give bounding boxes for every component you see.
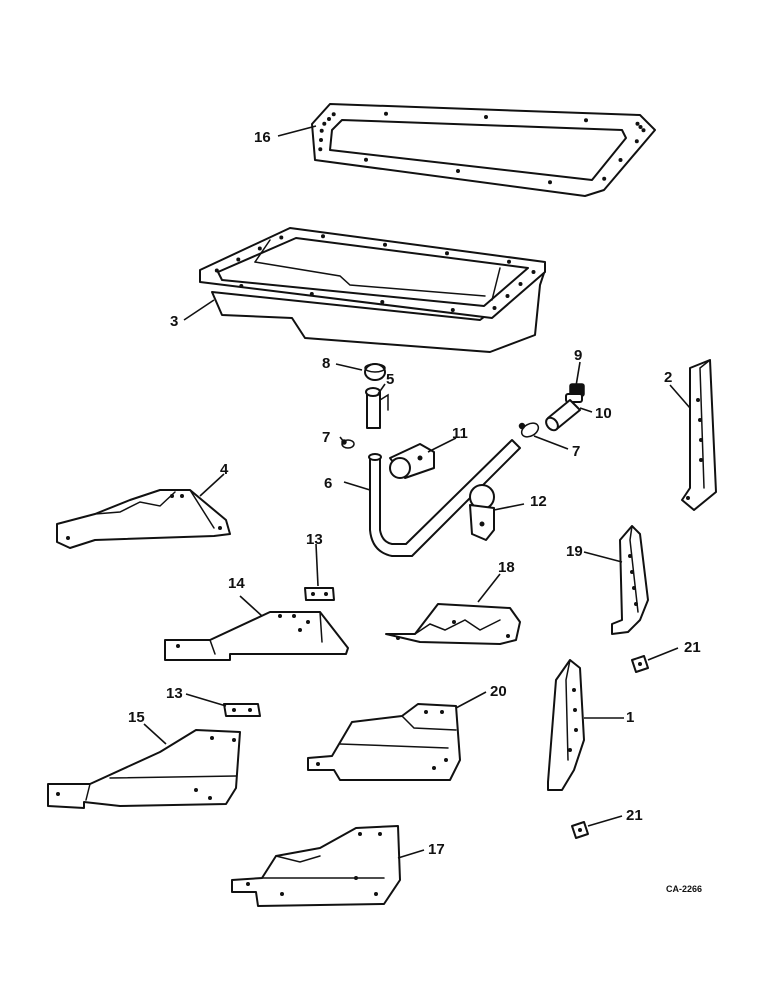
callout-3: 3 <box>170 313 178 330</box>
part-bracket-17 <box>231 825 401 907</box>
callout-13-lower: 13 <box>166 685 183 702</box>
bolt-hole <box>618 158 623 162</box>
callout-15: 15 <box>128 709 145 726</box>
bolt-hole <box>584 118 588 123</box>
callout-7-right: 7 <box>572 443 580 460</box>
bolt-hole <box>318 147 323 152</box>
part-tube <box>365 387 389 429</box>
callout-5: 5 <box>386 371 394 388</box>
part-oil-pan-gasket <box>311 103 656 197</box>
part-bracket-clamp <box>389 443 435 479</box>
bolt-hole <box>319 128 324 133</box>
bolt-hole <box>309 292 314 296</box>
callout-21-lower: 21 <box>626 807 643 824</box>
part-hose <box>545 399 581 432</box>
bolt-hole <box>518 282 523 286</box>
callout-19: 19 <box>566 543 583 560</box>
bolt-hole <box>531 270 536 274</box>
callout-11: 11 <box>452 425 468 442</box>
bolt-hole <box>456 169 460 173</box>
bolt-hole <box>279 235 284 240</box>
callout-2: 2 <box>664 369 672 386</box>
part-oil-pan <box>199 227 546 353</box>
callout-6: 6 <box>324 475 332 492</box>
bolt-hole <box>450 308 455 312</box>
callout-8: 8 <box>322 355 330 372</box>
bolt-hole <box>641 128 646 133</box>
bolt-hole <box>383 242 387 247</box>
callout-13-upper: 13 <box>306 531 323 548</box>
part-bracket-20 <box>307 703 461 781</box>
callout-10: 10 <box>595 405 612 422</box>
leader-lines <box>143 125 691 859</box>
bolt-hole <box>634 139 639 144</box>
callout-9: 9 <box>574 347 582 364</box>
part-vertical-bracket-1 <box>547 659 585 791</box>
bolt-hole <box>505 294 510 298</box>
part-square-plate-21-upper <box>631 655 649 673</box>
part-vertical-bracket-19 <box>611 525 649 635</box>
bolt-hole <box>321 234 325 239</box>
callout-1: 1 <box>626 709 634 726</box>
part-fitting <box>565 383 585 403</box>
callout-18: 18 <box>498 559 515 576</box>
callout-20: 20 <box>490 683 507 700</box>
bolt-hole <box>484 115 488 119</box>
part-plate-13-upper <box>304 587 335 601</box>
bolt-hole <box>602 176 607 181</box>
bolt-hole <box>638 125 643 129</box>
bolt-hole <box>492 306 497 310</box>
bolt-hole <box>319 138 323 142</box>
bolt-hole <box>322 121 327 126</box>
bolt-hole <box>214 268 219 273</box>
callout-17: 17 <box>428 841 445 858</box>
bolt-hole <box>327 117 331 121</box>
bolt-hole <box>236 257 241 262</box>
bolt-hole <box>548 180 552 185</box>
callout-labels: 16 3 8 5 9 2 11 10 7 7 4 6 12 13 19 14 1… <box>128 129 701 858</box>
bolt-hole <box>507 259 511 264</box>
callout-4: 4 <box>220 461 229 478</box>
part-clamp-right <box>518 422 540 438</box>
callout-16: 16 <box>254 129 271 146</box>
part-bracket-4 <box>56 489 231 549</box>
bolt-hole <box>380 300 385 304</box>
callout-7-left: 7 <box>322 429 330 446</box>
callout-14: 14 <box>228 575 245 592</box>
callout-21-upper: 21 <box>684 639 701 656</box>
part-pickup-pipe <box>368 439 521 557</box>
part-bracket-18 <box>385 603 521 645</box>
bolt-hole <box>384 111 388 116</box>
part-vertical-bracket-2 <box>681 359 717 511</box>
bolt-hole <box>331 112 336 117</box>
bolt-hole <box>445 251 449 256</box>
part-plate-13-lower <box>223 703 261 717</box>
bolt-hole <box>364 157 368 162</box>
bolt-hole <box>635 121 640 126</box>
part-bracket-14 <box>164 611 349 661</box>
part-pipe-support <box>469 484 495 541</box>
part-square-plate-21-lower <box>571 821 589 839</box>
bolt-hole <box>239 284 244 288</box>
part-bracket-15 <box>47 729 241 809</box>
bolt-hole <box>257 246 262 251</box>
drawing-reference: CA-2266 <box>666 884 702 894</box>
callout-12: 12 <box>530 493 547 510</box>
part-plug <box>364 363 386 381</box>
